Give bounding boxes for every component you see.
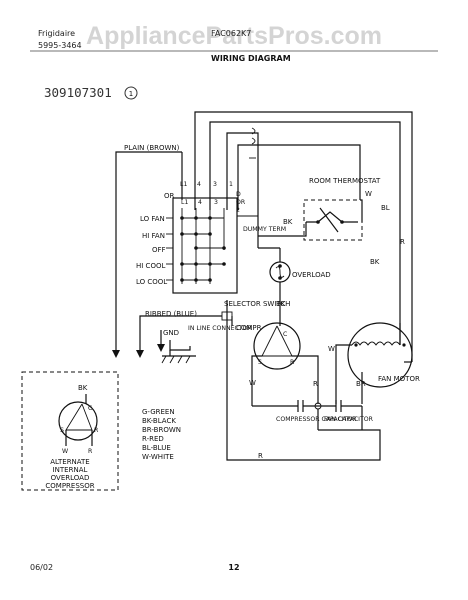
bottom-wire: R <box>226 300 381 461</box>
lo-cool-label: LO COOL <box>136 278 167 286</box>
room-thermostat-label: ROOM THERMOSTAT <box>309 177 381 185</box>
footer-date: 06/02 <box>30 563 53 572</box>
dummy-term-label: DUMMY TERM <box>243 226 286 233</box>
header-title: WIRING DIAGRAM <box>211 54 291 63</box>
legend-item: G-GREEN <box>142 408 175 416</box>
color-legend: G-GREEN BK-BLACK BR-BROWN R-RED BL-BLUE … <box>142 408 181 461</box>
alternate-compressor-inset: BK C S R W R ALTERNATE INTERNAL OVERLOAD… <box>21 371 119 491</box>
inset-bk-label: BK <box>78 384 88 392</box>
part-code: 309107301 <box>44 85 112 100</box>
inset-r2-label: R <box>88 448 93 455</box>
inset-c-label: C <box>88 405 92 412</box>
comp-s-label: S <box>258 359 262 366</box>
bl-label: BL <box>381 204 390 212</box>
comp-c-label: C <box>283 331 287 338</box>
term-3-label: 3 <box>213 181 217 188</box>
lo-fan-label: LO FAN <box>140 215 165 223</box>
term-l1-label: L1 <box>180 181 187 188</box>
term-2-label: 2 <box>236 207 240 214</box>
header-line2: 5995-3464 <box>38 41 82 50</box>
bk2-label: BK <box>370 258 380 266</box>
room-thermostat: ROOM THERMOSTAT W BL BK <box>258 177 390 241</box>
compr-label: COMPR <box>236 324 262 332</box>
plain-brown-wire: PLAIN (BROWN) <box>112 144 183 358</box>
compressor: COMPR C S R W R <box>236 322 319 406</box>
inset-caption-3: OVERLOAD <box>51 474 90 482</box>
inset-r-label: R <box>94 427 99 434</box>
term-4a-label: 4 <box>197 181 201 188</box>
or-left-label: OR <box>164 192 175 200</box>
hi-cool-label: HI COOL <box>136 262 165 270</box>
footer-page: 12 <box>228 563 239 572</box>
header-brand: Frigidaire <box>38 29 75 38</box>
legend-item: W-WHITE <box>142 453 174 461</box>
inset-caption-1: ALTERNATE <box>50 458 89 466</box>
w3-label: W <box>328 345 335 353</box>
fan-motor-label: FAN MOTOR <box>378 375 420 383</box>
selector-switch: OR L1 4 3 1 L1 4 3 D OR 2 LO FAN HI FAN … <box>136 181 290 308</box>
ribbed-blue-label: RIBBED (BLUE) <box>145 310 197 318</box>
inset-s-label: S <box>60 427 64 434</box>
plain-brown-label: PLAIN (BROWN) <box>124 144 180 152</box>
inset-caption-4: COMPRESSOR <box>45 482 94 490</box>
term-4b-label: 4 <box>198 199 202 206</box>
compressor-capacitor-label: COMPRESSOR CAPACITOR <box>276 416 357 423</box>
gnd-label: GND <box>163 329 179 337</box>
term-or-label: OR <box>236 199 246 206</box>
legend-item: BR-BROWN <box>142 426 181 434</box>
selector-switch-label: SELECTOR SWITCH <box>224 300 290 308</box>
term-3b-label: 3 <box>214 199 218 206</box>
ribbed-blue-wire: RIBBED (BLUE) GND IN LINE CONNECTOR <box>136 310 253 364</box>
legend-item: BK-BLACK <box>142 417 176 425</box>
watermark-text: AppliancePartsPros.com <box>86 22 382 50</box>
r2-label: R <box>313 380 318 388</box>
term-d-label: D <box>236 191 241 198</box>
ground-symbol <box>161 350 196 364</box>
fan-capacitor-label: FAN CAPACITOR <box>324 416 374 423</box>
inset-w-label: W <box>62 448 68 455</box>
legend-item: R-RED <box>142 435 164 443</box>
header-model: FAC062K7 <box>211 29 251 38</box>
w1-label: W <box>365 190 372 198</box>
overload: OVERLOAD BK <box>258 247 331 326</box>
bk3-label: BK <box>276 300 286 308</box>
bk1-label: BK <box>283 218 293 226</box>
r1-label: R <box>400 238 405 246</box>
hi-fan-label: HI FAN <box>142 232 165 240</box>
overload-label: OVERLOAD <box>292 271 331 279</box>
revision-number: 1 <box>129 90 133 98</box>
off-label: OFF <box>152 246 166 254</box>
capacitors: COMPRESSOR CAPACITOR FAN CAPACITOR <box>252 400 374 430</box>
term-1-label: 1 <box>229 181 233 188</box>
br-label: BR <box>356 380 366 388</box>
r3-label: R <box>258 452 263 460</box>
comp-r-label: R <box>290 359 295 366</box>
term-a-label: L1 <box>181 199 188 206</box>
in-line-connector-label: IN LINE CONNECTOR <box>188 325 253 332</box>
top-wires <box>194 111 413 362</box>
legend-item: BL-BLUE <box>142 444 171 452</box>
revision-circle <box>124 86 138 100</box>
inset-caption-2: INTERNAL <box>53 466 88 474</box>
fan-motor: W BR FAN MOTOR <box>328 322 420 404</box>
w2-label: W <box>249 379 256 387</box>
